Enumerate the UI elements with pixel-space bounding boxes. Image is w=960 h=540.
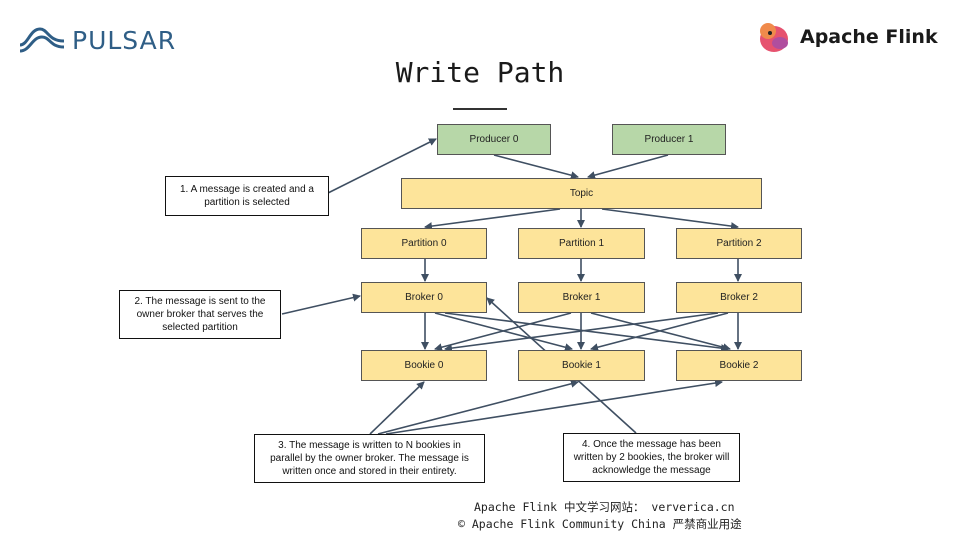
flink-logo: Apache Flink — [754, 14, 944, 60]
edge-broker1-bookie0 — [434, 312, 572, 352]
partition-1-node: Partition 1 — [518, 228, 645, 259]
broker-1-node: Broker 1 — [518, 282, 645, 313]
edge-producer1-topic — [587, 154, 669, 180]
pulsar-logo: PULSAR — [18, 20, 198, 60]
edge-callout3-bookie2 — [385, 379, 723, 435]
title-underline — [453, 108, 507, 110]
callout-step-1: 1. A message is created and a partition … — [165, 176, 329, 216]
topic-node: Topic — [401, 178, 762, 209]
edge-broker2-bookie0 — [444, 312, 719, 353]
partition-2-node: Partition 2 — [676, 228, 802, 259]
edge-callout1-producer0 — [327, 138, 437, 194]
callout-step-3: 3. The message is written to N bookies i… — [254, 434, 485, 483]
edge-broker2-bookie1 — [590, 312, 729, 352]
pulsar-wave-icon — [19, 27, 65, 53]
bookie-0-node: Bookie 0 — [361, 350, 487, 381]
producer-0-node: Producer 0 — [437, 124, 551, 155]
broker-0-node: Broker 0 — [361, 282, 487, 313]
broker-2-node: Broker 2 — [676, 282, 802, 313]
pulsar-logo-text: PULSAR — [72, 25, 177, 55]
page-title: Write Path — [395, 56, 565, 89]
edge-callout3-bookie0 — [369, 381, 425, 435]
callout-step-2: 2. The message is sent to the owner brok… — [119, 290, 281, 339]
partition-0-node: Partition 0 — [361, 228, 487, 259]
callout-step-4: 4. Once the message has been written by … — [563, 433, 740, 482]
bookie-1-node: Bookie 1 — [518, 350, 645, 381]
footer-line-2: © Apache Flink Community China 严禁商业用途 — [458, 517, 742, 531]
edge-topic-partition2 — [601, 208, 739, 231]
bookie-2-node: Bookie 2 — [676, 350, 802, 381]
flink-squirrel-icon — [760, 23, 788, 52]
edge-callout3-bookie1 — [377, 379, 579, 435]
footer-line-1: Apache Flink 中文学习网站： ververica.cn — [474, 500, 735, 514]
edge-callout2-broker0 — [281, 293, 361, 315]
edge-producer0-topic — [493, 154, 579, 180]
producer-1-node: Producer 1 — [612, 124, 726, 155]
edge-topic-partition0 — [424, 208, 561, 231]
flink-logo-text: Apache Flink — [800, 26, 938, 48]
